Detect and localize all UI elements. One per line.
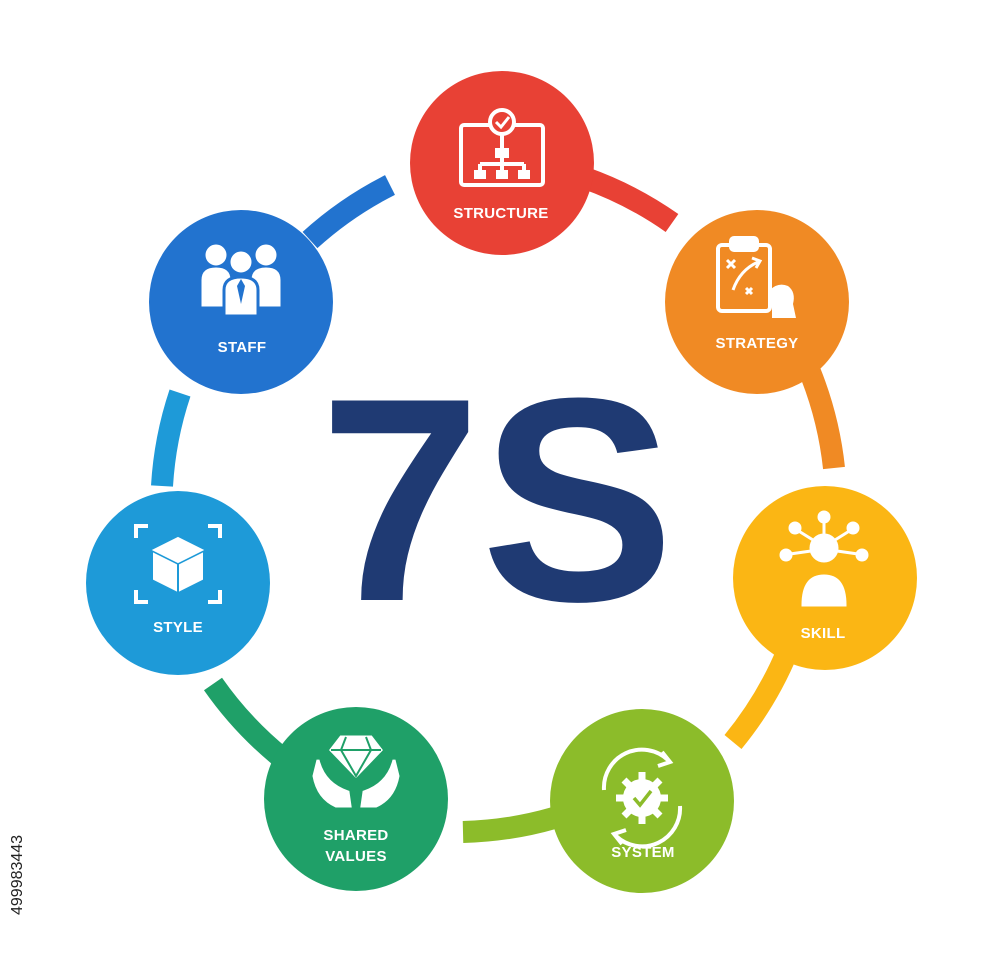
arc-style-staff: [151, 389, 191, 487]
skill-person-network-icon: [779, 510, 869, 607]
skill-label: SKILL: [801, 625, 846, 642]
arc-system-shared-values: [462, 807, 558, 843]
node-structure: STRUCTURE: [410, 71, 594, 255]
strategy-clipboard-icon: [716, 236, 796, 318]
org-chart-icon: [459, 108, 545, 187]
side-id-text: 499983443: [9, 835, 26, 915]
arc-strategy-skill: [799, 367, 845, 470]
node-system: SYSTEM: [550, 709, 734, 893]
side-id-label: 499983443: [9, 835, 26, 915]
staff-label: STAFF: [218, 339, 267, 356]
diamond-hands-icon: [312, 735, 400, 808]
gear-cycle-icon: [601, 747, 683, 849]
arc-structure-strategy: [581, 167, 679, 233]
system-label: SYSTEM: [611, 844, 674, 861]
team-icon: [201, 244, 281, 318]
shared-values-label-line-1: SHARED: [323, 827, 388, 844]
arc-skill-system: [724, 645, 799, 749]
arc-staff-structure: [302, 175, 396, 249]
style-label: STYLE: [153, 619, 203, 636]
cube-frame-icon: [134, 524, 222, 604]
center-title: 7S: [320, 338, 675, 662]
style-circle: [86, 491, 270, 675]
node-staff: STAFF: [149, 210, 333, 394]
shared-values-circle: [264, 707, 448, 891]
node-shared-values: SHARED VALUES: [264, 707, 448, 891]
node-style: STYLE: [86, 491, 270, 675]
strategy-circle: [665, 210, 849, 394]
node-skill: SKILL: [733, 486, 917, 670]
structure-label: STRUCTURE: [453, 205, 548, 222]
node-strategy: STRATEGY: [665, 210, 849, 394]
strategy-label: STRATEGY: [716, 335, 799, 352]
shared-values-label-line-2: VALUES: [325, 848, 387, 865]
arc-shared-values-style: [203, 677, 290, 767]
